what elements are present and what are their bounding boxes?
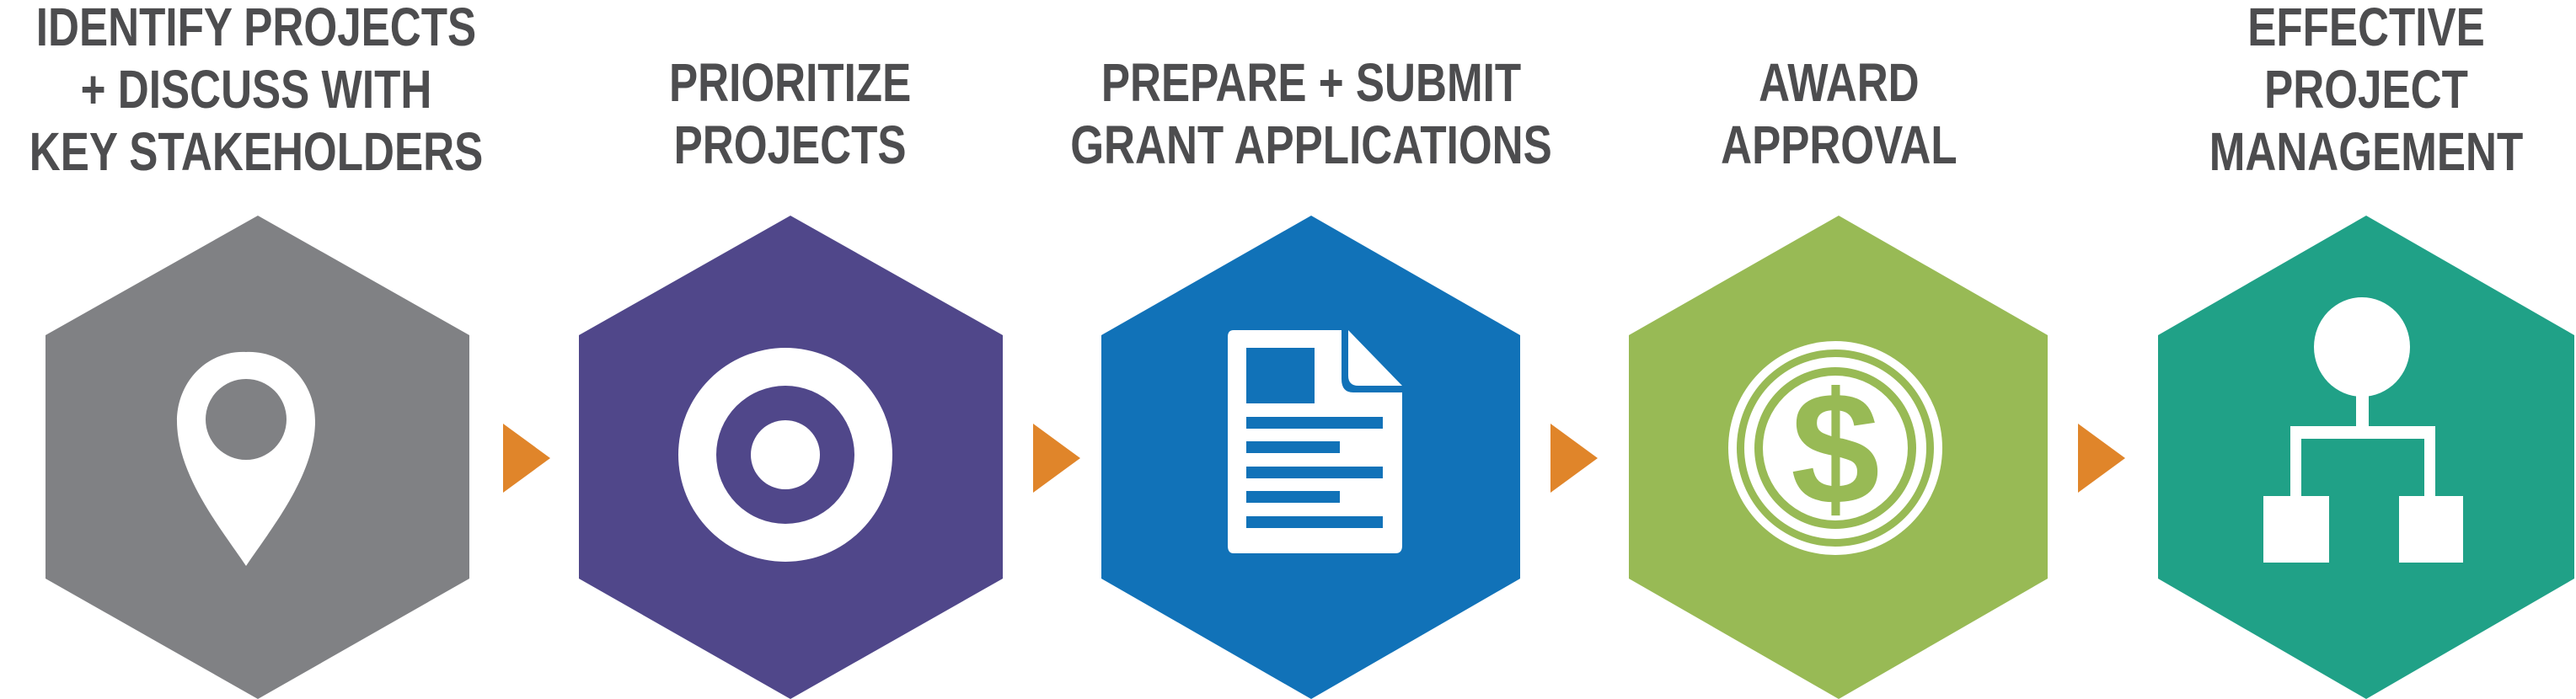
step-2-label-line-2: PROJECTS	[674, 116, 907, 176]
arrow-right-icon	[1033, 424, 1080, 493]
map-pin-icon	[177, 351, 315, 566]
dollar-coin-icon: $	[1728, 341, 1942, 555]
step-2-label-line-1: PRIORITIZE	[669, 54, 911, 114]
step-1-label-line-3: KEY STAKEHOLDERS	[29, 123, 483, 183]
step-1-label-line-2: + DISCUSS WITH	[81, 61, 432, 120]
arrow-right-icon	[2078, 424, 2125, 493]
step-1-label-line-1: IDENTIFY PROJECTS	[36, 0, 476, 57]
step-4-label-line-1: AWARD	[1759, 54, 1920, 114]
dollar-sign: $	[1791, 360, 1880, 538]
arrow-right-icon	[1550, 424, 1598, 493]
step-5-label-line-3: MANAGEMENT	[2209, 123, 2523, 183]
org-chart-icon	[2263, 297, 2463, 563]
step-5-label-line-1: EFFECTIVE	[2247, 0, 2485, 57]
document-icon	[1228, 330, 1402, 553]
step-5-hexagon	[2158, 216, 2574, 699]
arrow-right-icon	[503, 424, 550, 493]
step-5-label-line-2: PROJECT	[2264, 61, 2468, 120]
step-3-label-line-1: PREPARE + SUBMIT	[1101, 54, 1521, 114]
step-3-label-line-2: GRANT APPLICATIONS	[1070, 116, 1552, 176]
target-icon	[678, 348, 892, 562]
step-4-label-line-2: APPROVAL	[1721, 116, 1957, 176]
